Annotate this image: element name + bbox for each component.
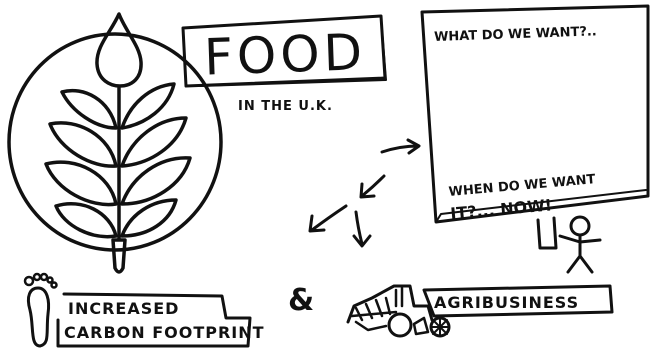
footprint-label-line1: INCREASED: [68, 299, 179, 318]
placard: WHAT DO WE WANT?.. WHEN DO WE WANT IT?..…: [422, 6, 648, 248]
footprint-icon: [25, 274, 57, 346]
placard-pole: [538, 218, 556, 248]
placard-answer-line1: WHEN DO WE WANT: [448, 172, 596, 200]
wheat-circle: [9, 34, 221, 250]
wheat-top-drop: [97, 14, 141, 86]
wheat-grain-left-4: [56, 204, 116, 237]
ampersand: &: [288, 283, 314, 318]
arrow-icon: [310, 140, 419, 246]
wheat-grain-right-4: [122, 200, 176, 236]
arrow-to-agribusiness: [354, 212, 370, 246]
stick-figure-icon: [560, 217, 600, 272]
title-box: FOOD: [183, 16, 386, 87]
wheat-icon: [9, 14, 221, 272]
page-subtitle: IN THE U.K.: [238, 99, 333, 114]
arrow-to-footprint: [310, 206, 346, 231]
arrow-down-left: [361, 176, 384, 197]
arrow-to-placard: [382, 140, 419, 153]
wheat-grain-left-3: [46, 162, 116, 204]
agribusiness-text: AGRIBUSINESS: [434, 293, 579, 312]
wheat-stem: [113, 88, 125, 272]
wheat-grain-left-2: [50, 123, 116, 166]
page-title: FOOD: [203, 23, 367, 87]
footprint-label: INCREASED CARBON FOOTPRINT: [58, 294, 265, 346]
placard-question: WHAT DO WE WANT?..: [434, 24, 597, 45]
footprint-label-line2: CARBON FOOTPRINT: [64, 323, 265, 342]
agribusiness-label: AGRIBUSINESS: [424, 286, 612, 316]
